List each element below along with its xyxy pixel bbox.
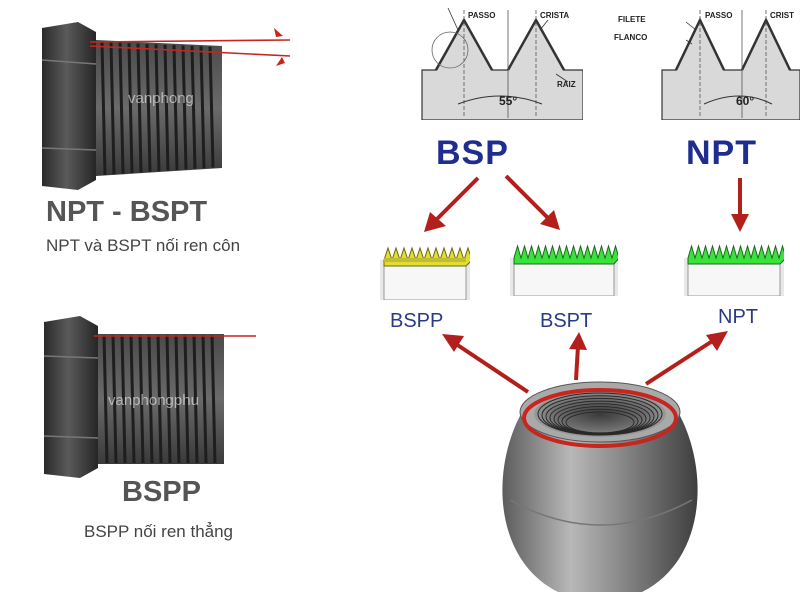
taper-line-top bbox=[89, 39, 291, 43]
label-crist: CRIST bbox=[770, 11, 794, 20]
label-flanco: FLANCO bbox=[614, 33, 648, 42]
arrow-outlet-bspp bbox=[454, 342, 530, 394]
thread-profile-55 bbox=[421, 7, 583, 120]
bspt-type-label: BSPT bbox=[540, 310, 593, 332]
label-crista: CRISTA bbox=[540, 11, 570, 20]
thread-ridge bbox=[147, 334, 154, 464]
bspp-type-label: BSPP bbox=[390, 310, 444, 332]
arrow-outlet-npt bbox=[644, 338, 716, 386]
label-passo: PASSO bbox=[468, 11, 496, 20]
thread-profile-60 bbox=[661, 10, 800, 120]
thread-ridge bbox=[100, 41, 107, 176]
label-raiz: RAIZ bbox=[557, 80, 576, 89]
watermark: vanphongphu bbox=[108, 392, 199, 409]
thread-ridge bbox=[154, 44, 161, 172]
thread-ridge bbox=[199, 46, 206, 169]
thread-ridge bbox=[210, 334, 217, 464]
thread-ridge bbox=[120, 334, 127, 464]
thread-ridge bbox=[111, 334, 118, 464]
arrow-outlet-bspt bbox=[574, 345, 580, 381]
npt-bspt-caption: NPT và BSPT nối ren côn bbox=[46, 236, 241, 255]
thread-highlight-ring bbox=[522, 388, 678, 448]
label-filete: FILETE bbox=[618, 15, 646, 24]
bsp-label: BSP bbox=[436, 134, 509, 172]
thread-ridge bbox=[172, 45, 179, 171]
thread-ridge bbox=[183, 334, 190, 464]
outlet-bore bbox=[534, 391, 666, 437]
thread-ridge bbox=[102, 334, 109, 464]
npt-label: NPT bbox=[686, 134, 757, 172]
arrow-head bbox=[274, 28, 283, 37]
thread-teeth bbox=[383, 246, 470, 267]
thread-ridge bbox=[136, 43, 143, 173]
thread-ridge bbox=[138, 334, 145, 464]
bspp-thread-sample bbox=[380, 246, 470, 300]
angle-60: 60° bbox=[736, 94, 755, 108]
thread-ridge bbox=[165, 334, 172, 464]
thread-ridge bbox=[145, 43, 152, 172]
npt-type-label: NPT bbox=[718, 306, 758, 328]
thread-ridge bbox=[190, 45, 197, 169]
thread-ridge bbox=[118, 42, 125, 174]
thread-ridge bbox=[208, 46, 215, 168]
thread-ridge bbox=[201, 334, 208, 464]
thread-ridge bbox=[163, 44, 170, 171]
npt-thread-sample bbox=[684, 244, 784, 296]
npt-bspt-heading: NPT - BSPT bbox=[46, 196, 208, 228]
thread-ridge bbox=[174, 334, 181, 464]
bspp-heading: BSPP bbox=[122, 476, 201, 508]
outlet-body bbox=[502, 412, 698, 592]
thread-teeth bbox=[513, 244, 618, 265]
thread-ridge bbox=[129, 334, 136, 464]
watermark: vanphong bbox=[128, 90, 194, 107]
bspp-caption: BSPP nối ren thẳng bbox=[84, 522, 234, 541]
arrow-bsp-bspt bbox=[504, 174, 550, 220]
straight-plug-illustration bbox=[43, 316, 256, 478]
thread-ridge bbox=[156, 334, 163, 464]
thread-ridge bbox=[127, 43, 134, 174]
taper-line-bottom bbox=[89, 45, 291, 57]
thread-ridge bbox=[181, 45, 188, 170]
thread-ridge bbox=[192, 334, 199, 464]
bspt-thread-sample bbox=[510, 244, 618, 296]
angle-55: 55° bbox=[499, 94, 518, 108]
tapered-plug-illustration bbox=[41, 22, 291, 190]
thread-ridge bbox=[109, 42, 116, 175]
weld-outlet-fitting bbox=[502, 381, 698, 592]
arrow-bsp-bspp bbox=[434, 176, 480, 222]
label-passo: PASSO bbox=[705, 11, 733, 20]
bore-thread-ring bbox=[565, 411, 635, 434]
thread-teeth bbox=[687, 244, 784, 265]
arrow-head bbox=[276, 57, 285, 66]
